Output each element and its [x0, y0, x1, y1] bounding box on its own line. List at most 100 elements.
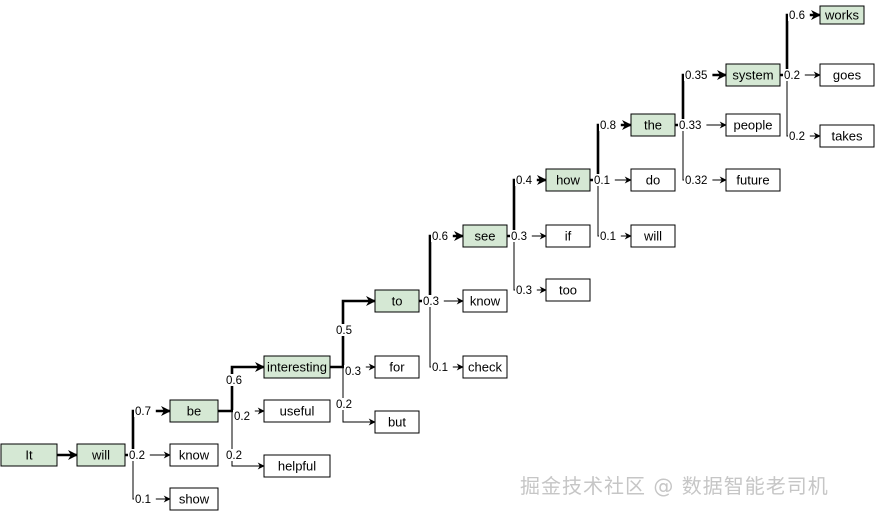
prob-label-background — [515, 174, 537, 186]
node-the-greedy: the — [630, 113, 676, 137]
node-box — [545, 278, 591, 302]
edge-interesting-to-but — [330, 366, 376, 426]
node-label: do — [646, 173, 660, 188]
node-do: do — [630, 168, 676, 192]
node-box — [545, 168, 591, 192]
prob-label-background — [788, 130, 810, 142]
node-label: how — [556, 173, 580, 188]
node-future: future — [725, 168, 781, 192]
prob-label-background — [431, 361, 453, 373]
prob-label-background — [225, 449, 247, 461]
prob-label-how-to-will2: 0.1 — [600, 231, 616, 243]
prob-label-background — [684, 69, 713, 81]
node-know1: know — [169, 443, 219, 467]
node-label: It — [25, 448, 33, 463]
node-be-greedy: be — [169, 399, 219, 423]
node-label: future — [736, 173, 769, 188]
node-label: if — [565, 229, 572, 244]
prob-label-be-to-interesting: 0.6 — [226, 375, 242, 387]
node-people: people — [725, 113, 781, 137]
edge-be-to-helpful — [218, 410, 265, 470]
prob-label-to-to-see: 0.6 — [432, 231, 448, 243]
node-label: be — [187, 404, 201, 419]
prob-label-background — [684, 174, 713, 186]
node-box — [374, 410, 420, 434]
node-label: too — [559, 283, 577, 298]
node-box — [725, 63, 781, 87]
prob-label-interesting-to-for: 0.3 — [345, 366, 361, 378]
node-label: the — [644, 118, 662, 133]
node-helpful: helpful — [263, 454, 331, 478]
prob-label-background — [678, 119, 707, 131]
edge-system-to-works-greedy — [780, 10, 821, 77]
node-box — [462, 224, 508, 248]
node-will1-greedy: will — [76, 443, 126, 467]
edge-the-to-future — [675, 124, 727, 184]
node-box — [263, 399, 331, 423]
prob-label-background — [431, 230, 453, 242]
node-box — [462, 355, 508, 379]
prob-label-background — [599, 230, 621, 242]
prob-label-background — [783, 69, 805, 81]
node-label: people — [733, 118, 772, 133]
node-box — [374, 289, 420, 313]
prob-label-see-to-if: 0.3 — [511, 231, 527, 243]
node-label: helpful — [278, 459, 316, 474]
prob-label-background — [128, 449, 150, 461]
prob-label-see-to-how: 0.4 — [516, 175, 533, 187]
prob-label-background — [335, 324, 357, 336]
node-label: show — [179, 492, 210, 507]
edge-see-to-how-greedy — [507, 175, 547, 238]
prob-label-background — [233, 410, 255, 422]
node-box — [630, 168, 676, 192]
prob-label-see-to-too: 0.3 — [516, 285, 532, 297]
edge-see-to-too — [507, 235, 547, 294]
node-label: system — [732, 68, 773, 83]
node-box — [630, 113, 676, 137]
prob-label-will1-to-be: 0.7 — [135, 406, 151, 418]
node-box — [630, 224, 676, 248]
node-goes: goes — [819, 63, 875, 87]
prob-label-background — [788, 9, 810, 21]
node-label: to — [392, 294, 403, 309]
prob-label-how-to-do: 0.1 — [594, 175, 610, 187]
node-will2: will — [630, 224, 676, 248]
node-box — [0, 443, 58, 467]
prob-label-will1-to-show: 0.1 — [135, 494, 151, 506]
node-but: but — [374, 410, 420, 434]
prob-label-background — [134, 493, 156, 505]
edge-to-to-see-greedy — [419, 231, 464, 303]
node-for: for — [374, 355, 420, 379]
edge-system-to-takes — [780, 74, 821, 140]
prob-label-interesting-to-to: 0.5 — [336, 325, 352, 337]
edges — [57, 10, 821, 503]
node-if: if — [545, 224, 591, 248]
node-label: interesting — [267, 360, 327, 375]
node-show: show — [169, 487, 219, 511]
prob-label-system-to-goes: 0.2 — [784, 70, 800, 82]
node-label: useful — [280, 404, 315, 419]
prob-label-system-to-takes: 0.2 — [789, 131, 805, 143]
prob-label-background — [344, 365, 366, 377]
prob-label-background — [515, 284, 537, 296]
prob-label-be-to-useful: 0.2 — [234, 411, 250, 423]
node-see-greedy: see — [462, 224, 508, 248]
node-works-greedy: works — [819, 5, 865, 25]
prob-label-to-to-know2: 0.3 — [423, 296, 439, 308]
node-label: know — [179, 448, 210, 463]
node-to-greedy: to — [374, 289, 420, 313]
node-label: know — [470, 294, 501, 309]
prob-label-to-to-check: 0.1 — [432, 362, 448, 374]
prob-label-background — [225, 374, 247, 386]
node-interesting-greedy: interesting — [263, 355, 331, 379]
node-box — [263, 355, 331, 379]
probability-labels: 0.70.20.10.60.20.20.50.30.20.60.30.10.40… — [128, 9, 810, 506]
node-it-greedy: It — [0, 443, 58, 467]
node-box — [76, 443, 126, 467]
prob-label-background — [335, 398, 357, 410]
node-label: works — [824, 8, 859, 23]
node-label: for — [389, 360, 405, 375]
node-system-greedy: system — [725, 63, 781, 87]
